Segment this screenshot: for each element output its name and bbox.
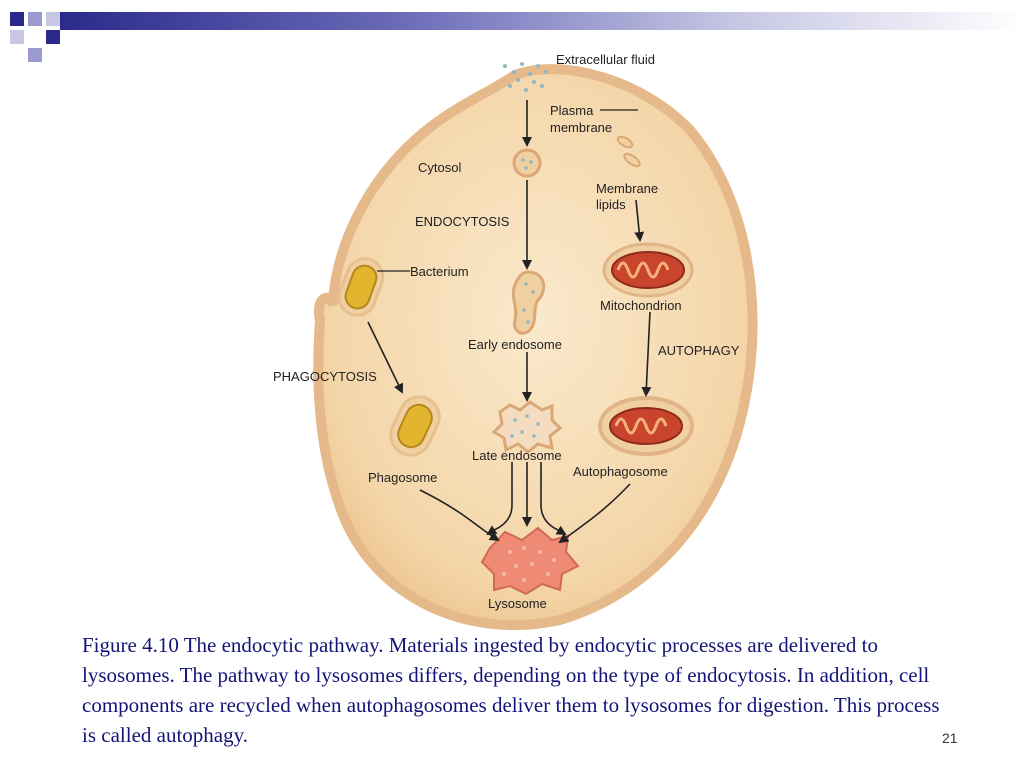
deco-square — [10, 12, 24, 26]
membrane-lipid-vesicles — [616, 135, 641, 168]
label-cytosol: Cytosol — [418, 160, 461, 175]
label-membrane-lipids-line1: Membrane — [596, 181, 658, 196]
slide-number: 21 — [942, 730, 958, 746]
deco-square — [46, 30, 60, 44]
label-plasma-membrane-line1: Plasma — [550, 103, 594, 118]
deco-square — [10, 30, 24, 44]
endocytic-vesicle — [512, 148, 542, 178]
label-autophagy: AUTOPHAGY — [658, 343, 740, 358]
label-extracellular-fluid: Extracellular fluid — [556, 52, 655, 67]
label-plasma-membrane-line2: membrane — [550, 120, 612, 135]
late-endosome — [491, 400, 563, 454]
label-phagocytosis: PHAGOCYTOSIS — [273, 369, 377, 384]
label-bacterium: Bacterium — [410, 264, 469, 279]
deco-square — [28, 12, 42, 26]
pathway-arrows — [367, 100, 652, 544]
label-mitochondrion: Mitochondrion — [600, 298, 682, 313]
deco-square — [46, 12, 60, 26]
cell-membrane — [313, 64, 758, 631]
lysosome — [480, 526, 580, 596]
header-gradient-bar — [60, 12, 1024, 30]
phagosome — [389, 395, 441, 457]
label-late-endosome: Late endosome — [472, 448, 562, 463]
label-phagosome: Phagosome — [368, 470, 437, 485]
bacterium — [337, 257, 385, 317]
endocytic-pathway-diagram: Extracellular fluid Plasma membrane Cyto… — [273, 52, 758, 631]
deco-square — [28, 48, 42, 62]
label-autophagosome: Autophagosome — [573, 464, 668, 479]
label-early-endosome: Early endosome — [468, 337, 562, 352]
fluid-particles — [503, 62, 548, 92]
early-endosome — [511, 270, 546, 335]
mitochondrion — [602, 242, 694, 298]
label-lysosome: Lysosome — [488, 596, 547, 611]
figure-caption: Figure 4.10 The endocytic pathway. Mater… — [82, 633, 940, 747]
autophagosome — [598, 396, 694, 456]
label-endocytosis: ENDOCYTOSIS — [415, 214, 510, 229]
leader-lines — [377, 109, 638, 272]
label-membrane-lipids-line2: lipids — [596, 197, 626, 212]
